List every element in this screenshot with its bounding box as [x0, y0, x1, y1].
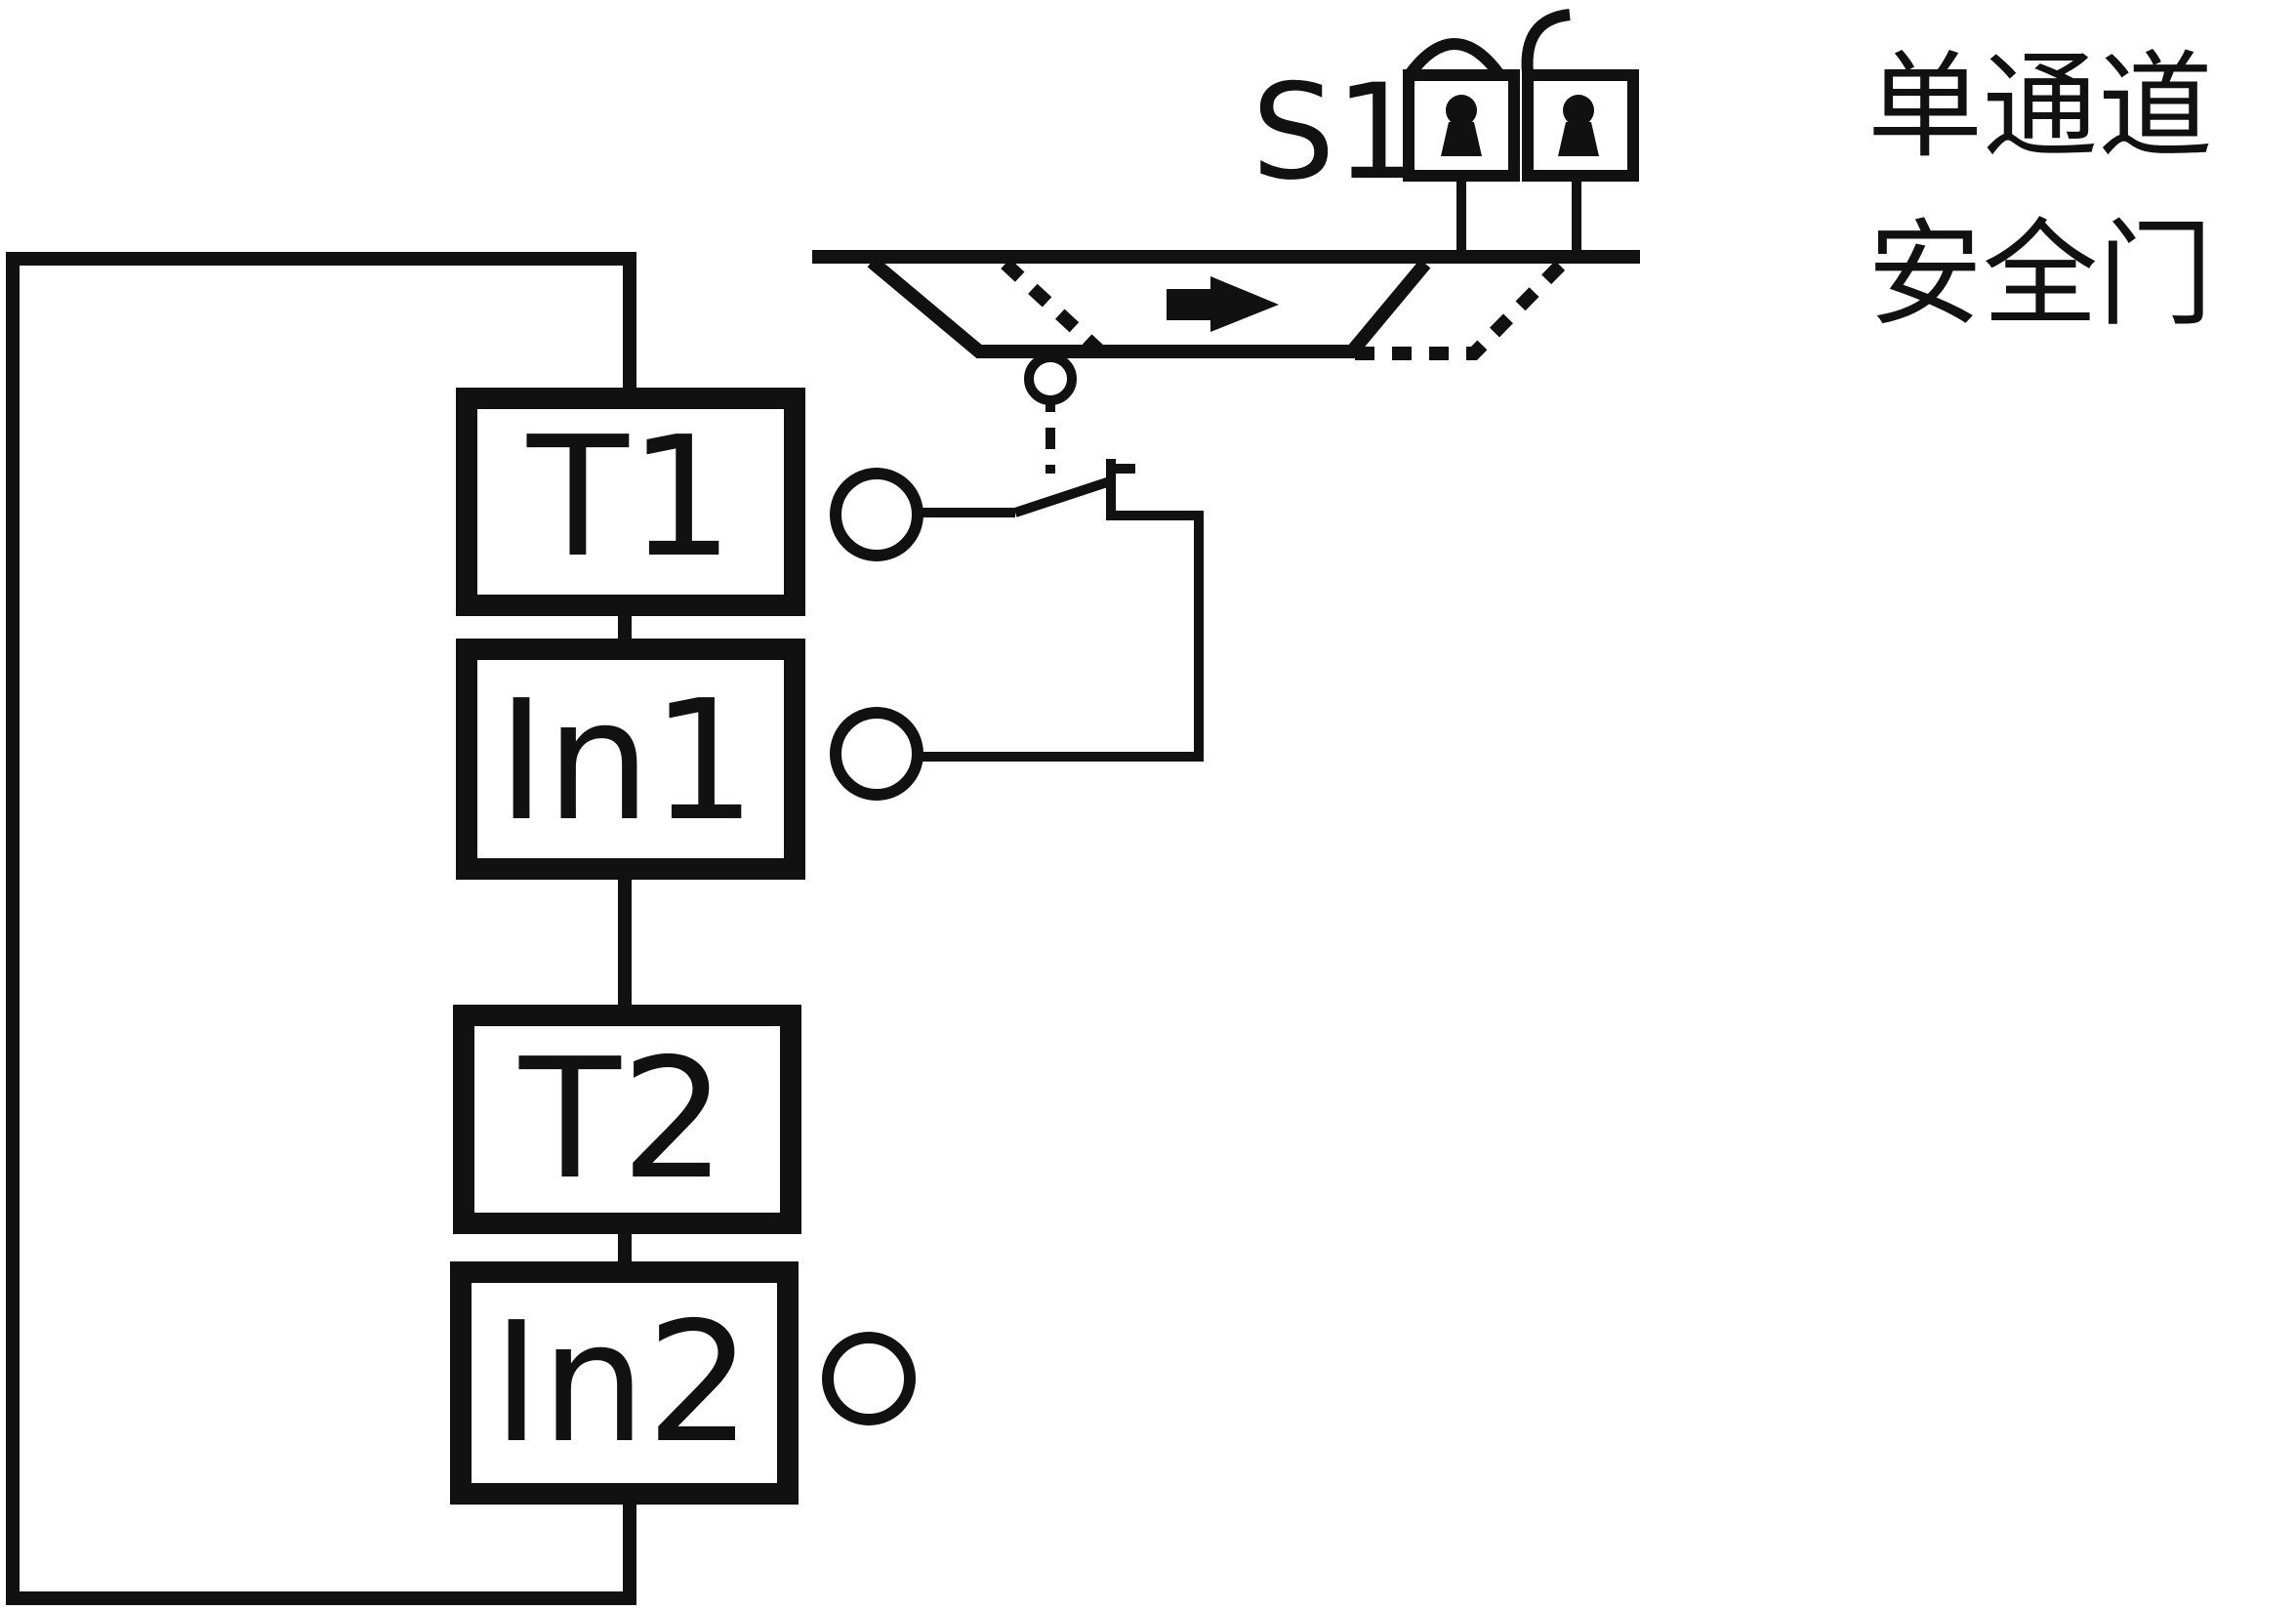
switch-actuator	[1024, 352, 1135, 474]
block-in2: In2	[450, 1261, 799, 1505]
padlock-icon	[1521, 9, 1639, 182]
arrow-right-icon	[1167, 276, 1279, 332]
terminals	[822, 468, 923, 1425]
caption-line2: 安全门	[1867, 207, 2213, 342]
block-t2-label: T2	[518, 1023, 726, 1217]
loop-wire	[6, 252, 636, 1605]
block-in1-label: In1	[497, 665, 757, 858]
block-in1: In1	[456, 639, 805, 880]
caption-line1: 单通道	[1867, 39, 2213, 174]
switch-label: S1	[1251, 56, 1419, 209]
terminal-circle-icon	[822, 1332, 916, 1425]
lock-posts	[1456, 176, 1581, 257]
block-t1-label: T1	[526, 401, 734, 595]
gate-track	[812, 250, 1640, 360]
padlock-icon	[1403, 38, 1520, 182]
block-t2: T2	[453, 1005, 801, 1234]
terminal-circle-icon	[830, 707, 923, 801]
block-t1: T1	[456, 388, 805, 616]
contact-wiring	[918, 459, 1204, 762]
block-in2-label: In2	[492, 1287, 752, 1480]
terminal-circle-icon	[830, 468, 923, 561]
